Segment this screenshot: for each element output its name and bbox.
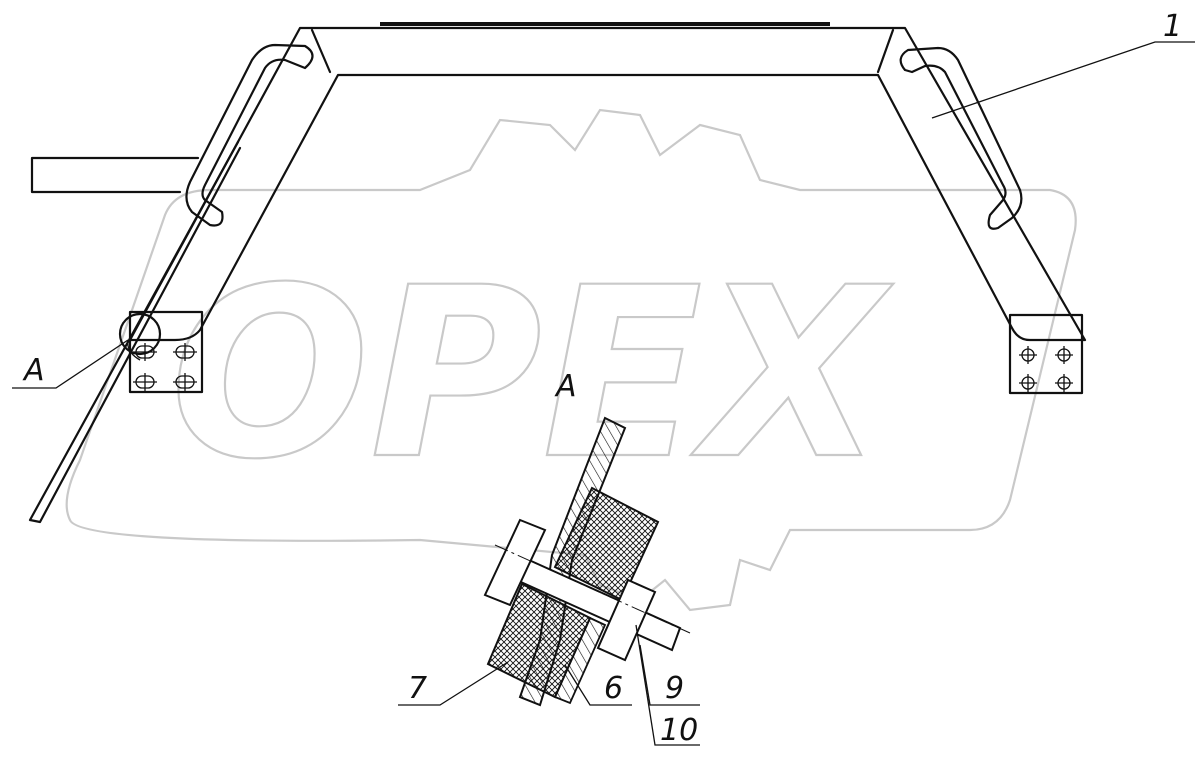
left-handle <box>185 43 314 227</box>
detail-marker-arc <box>127 339 141 361</box>
diagonal-rod <box>28 140 242 524</box>
washer-plate-6 <box>553 616 607 705</box>
bolt-axis <box>494 544 691 634</box>
right-handle <box>899 46 1023 230</box>
watermark-gear-outline <box>65 108 1077 612</box>
label-part-1: 1 <box>1163 9 1182 44</box>
bolt-head <box>483 518 547 607</box>
label-part-6: 6 <box>604 671 623 706</box>
leader-10 <box>635 624 700 746</box>
leader-1 <box>931 41 1195 119</box>
leader-7 <box>398 661 509 706</box>
left-protruding-bar <box>30 156 200 194</box>
frame-outer-contour <box>128 26 1087 342</box>
callout-labels: 1 A A 7 6 9 10 <box>22 9 1182 748</box>
leader-lines <box>12 41 1195 746</box>
label-part-10: 10 <box>660 713 698 748</box>
left-bracket-holes <box>133 343 197 391</box>
frame-assembly <box>28 22 1087 524</box>
detail-circle-a <box>118 312 162 356</box>
label-part-9: 9 <box>665 671 684 706</box>
right-bracket-holes <box>1019 346 1073 392</box>
label-part-7: 7 <box>408 671 427 706</box>
watermark-text: OPEX <box>170 238 894 511</box>
leader-6 <box>564 664 632 706</box>
frame-inner-contour <box>310 28 895 74</box>
label-section-a: A <box>554 369 577 404</box>
section-a-detail <box>483 416 691 707</box>
leader-9 <box>639 644 700 706</box>
leader-a <box>12 339 129 389</box>
right-foot-bracket <box>1008 313 1084 395</box>
nut-9 <box>596 578 657 662</box>
watermark: OPEX <box>65 108 1077 612</box>
label-detail-a: A <box>22 353 45 388</box>
